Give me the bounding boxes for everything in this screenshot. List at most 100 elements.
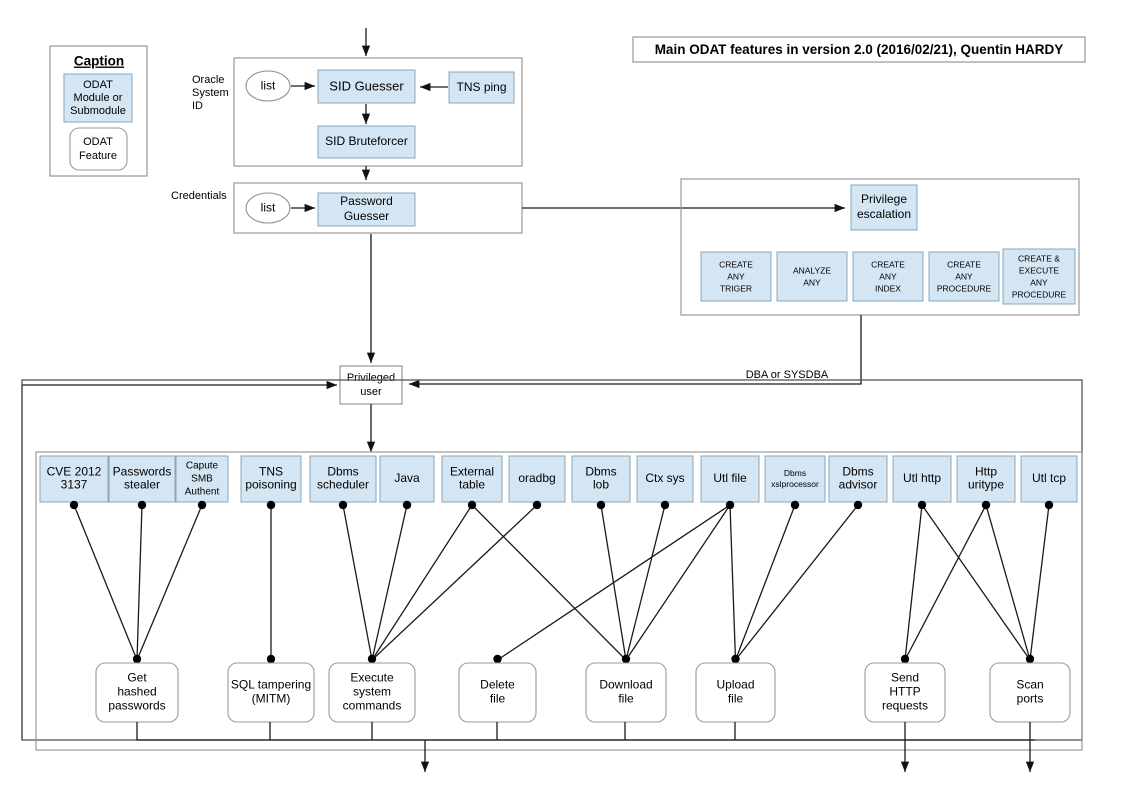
- module-tns-ping[interactable]: [448, 71, 515, 104]
- link-httpuri-to-scanports: [985, 504, 1031, 661]
- module-feature-links: [69, 500, 1054, 664]
- link-dbmssched-to-execsys: [342, 504, 373, 661]
- link-source-dot-dbmsxsl: [790, 500, 800, 510]
- privilege-box-2[interactable]: CREATE ANY INDEX: [852, 251, 924, 302]
- group-oracle-system-id: Oracle System ID list SID Guesser TNS pi…: [192, 28, 523, 167]
- module-tnspoison-line-1: TNS: [259, 465, 283, 479]
- module-ctxsys-line-1: Ctx sys: [645, 471, 684, 485]
- link-ctxsys-to-dlfile: [625, 504, 666, 661]
- link-target-dot-execsys: [367, 654, 377, 664]
- module-sid-guesser[interactable]: [317, 69, 416, 104]
- privilege-2-line-1: CREATE: [871, 259, 905, 269]
- link-dbmsadv-to-upfile: [734, 504, 859, 661]
- link-pwdstealer-to-gethash: [136, 504, 143, 661]
- group-privilege-escalation: Privilege escalation CREATE ANY TRIGER A…: [680, 178, 1080, 316]
- node-privileged-user[interactable]: Privileged user: [339, 365, 403, 405]
- link-capute-to-gethash: [136, 504, 203, 661]
- link-target-dot-scanports: [1025, 654, 1035, 664]
- module-utltcp[interactable]: Utl tcp: [1020, 455, 1078, 503]
- link-source-dot-ctxsys: [660, 500, 670, 510]
- legend-feature-line-2: Feature: [79, 150, 117, 162]
- privilege-1-line-1: ANALYZE: [793, 265, 831, 275]
- feature-gethash-line-2: hashed: [117, 685, 156, 699]
- module-oradbg[interactable]: oradbg: [508, 455, 566, 503]
- legend-module-line-2: Module or: [74, 92, 123, 104]
- legend-feature-swatch: [69, 127, 128, 171]
- feature-sqltamper[interactable]: SQL tampering(MITM): [227, 662, 315, 723]
- module-capute-line-1: Capute: [186, 461, 219, 472]
- legend-module-line-3: Submodule: [70, 105, 126, 117]
- sid-list-label: list: [261, 79, 276, 93]
- privilege-box-4[interactable]: CREATE & EXECUTE ANY PROCEDURE: [1002, 248, 1076, 305]
- module-java[interactable]: Java: [379, 455, 435, 503]
- feature-scanports-line-2: ports: [1017, 692, 1044, 706]
- module-password-guesser-line-2: Guesser: [344, 209, 389, 223]
- group-oracle-sid-label-2: System: [192, 87, 229, 99]
- module-password-guesser[interactable]: [317, 192, 416, 227]
- edge-dba-sysdba: DBA or SYSDBA: [409, 315, 862, 389]
- privilege-1-line-2: ANY: [803, 277, 821, 287]
- privilege-2-line-3: INDEX: [875, 283, 901, 293]
- feature-sendhttp-line-2: HTTP: [889, 685, 920, 699]
- module-dbmssched-line-2: scheduler: [317, 478, 369, 492]
- privilege-3-line-2: ANY: [955, 271, 973, 281]
- module-sid-bruteforcer-label: SID Bruteforcer: [325, 134, 408, 148]
- link-target-dot-delfile: [493, 654, 502, 664]
- caption-heading: Caption: [74, 54, 124, 69]
- group-oracle-sid-label-3: ID: [192, 100, 203, 112]
- feature-dlfile-line-2: file: [618, 692, 634, 706]
- module-httpuri-line-1: Http: [975, 465, 997, 479]
- feature-gethash-line-1: Get: [127, 671, 147, 685]
- module-privilege-escalation[interactable]: [850, 184, 918, 231]
- feature-upfile-line-2: file: [728, 692, 744, 706]
- privilege-3-line-3: PROCEDURE: [937, 283, 992, 293]
- module-utlfile[interactable]: Utl file: [700, 455, 760, 503]
- link-utlhttp-to-scanports: [921, 504, 1031, 661]
- module-capute-line-3: Authent: [185, 487, 220, 498]
- link-oradbg-to-execsys: [371, 504, 538, 661]
- link-source-dot-cve: [69, 500, 79, 510]
- feature-sendhttp-line-1: Send: [891, 671, 919, 685]
- privilege-4-line-4: PROCEDURE: [1012, 289, 1067, 299]
- privilege-box-0[interactable]: CREATE ANY TRIGER: [700, 251, 772, 302]
- link-source-dot-tnspoison: [266, 500, 276, 510]
- link-target-dot-upfile: [731, 654, 740, 664]
- privilege-box-3[interactable]: CREATE ANY PROCEDURE: [928, 251, 1000, 302]
- module-ctxsys[interactable]: Ctx sys: [636, 455, 694, 503]
- link-source-dot-oradbg: [532, 500, 542, 510]
- module-sid-bruteforcer[interactable]: [317, 125, 416, 159]
- module-cve-line-1: CVE 2012: [47, 465, 102, 479]
- link-source-dot-exttable: [467, 500, 477, 510]
- link-target-dot-gethash: [132, 654, 142, 664]
- module-utlhttp[interactable]: Utl http: [892, 455, 952, 503]
- group-credentials: Credentials list Password Guesser: [171, 182, 523, 234]
- module-capute-line-2: SMB: [191, 474, 213, 485]
- link-java-to-execsys: [371, 504, 408, 661]
- privilege-box-1[interactable]: ANALYZE ANY: [776, 251, 848, 302]
- bottom-bus: [136, 722, 1035, 772]
- privilege-escalation-line-2: escalation: [857, 207, 911, 221]
- module-tnspoison-line-2: poisoning: [245, 478, 296, 492]
- module-exttable-line-1: External: [450, 465, 494, 479]
- feature-sendhttp-line-3: requests: [882, 699, 928, 713]
